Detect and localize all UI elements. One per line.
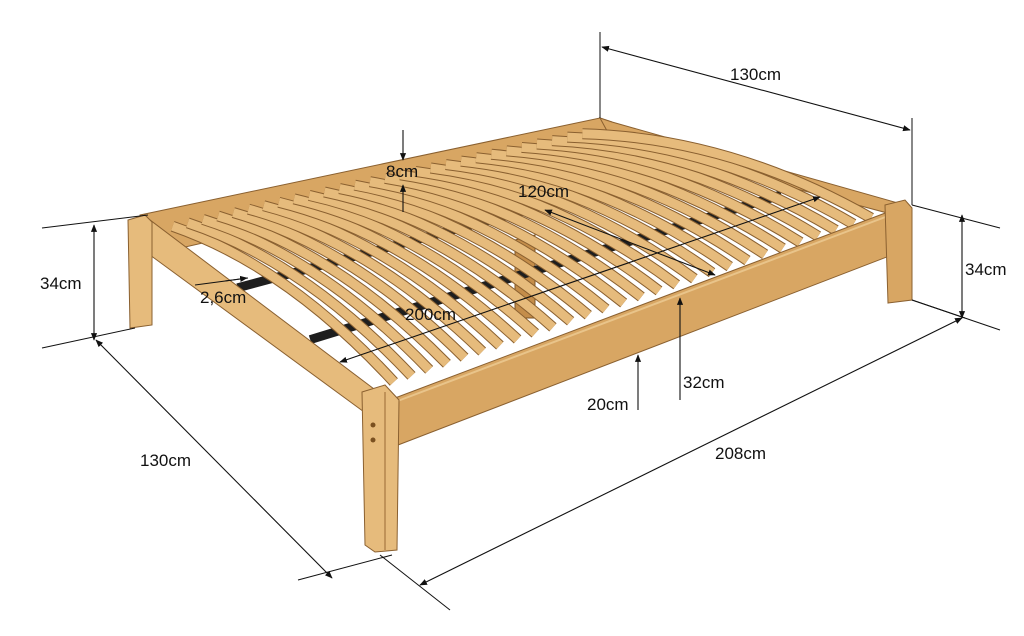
dimension-lines [41,32,1001,611]
dim-rail-top-height: 32cm [683,373,725,392]
dim-bottom-width: 130cm [140,451,191,470]
dim-clearance: 20cm [587,395,629,414]
dim-right-height: 34cm [965,260,1007,279]
front-corner-leg [361,384,400,553]
dim-slat-thickness: 2,6cm [200,288,246,307]
right-leg [884,199,913,304]
screw-icon [370,422,376,428]
dim-rail-height: 8cm [386,162,418,181]
dim-total-length: 208cm [715,444,766,463]
slat [582,129,874,222]
left-leg [127,214,153,329]
dim-inner-width: 120cm [518,182,569,201]
screw-icon [370,437,376,443]
dim-inner-length: 200cm [405,305,456,324]
dim-top-width: 130cm [730,65,781,84]
dim-left-height: 34cm [40,274,82,293]
